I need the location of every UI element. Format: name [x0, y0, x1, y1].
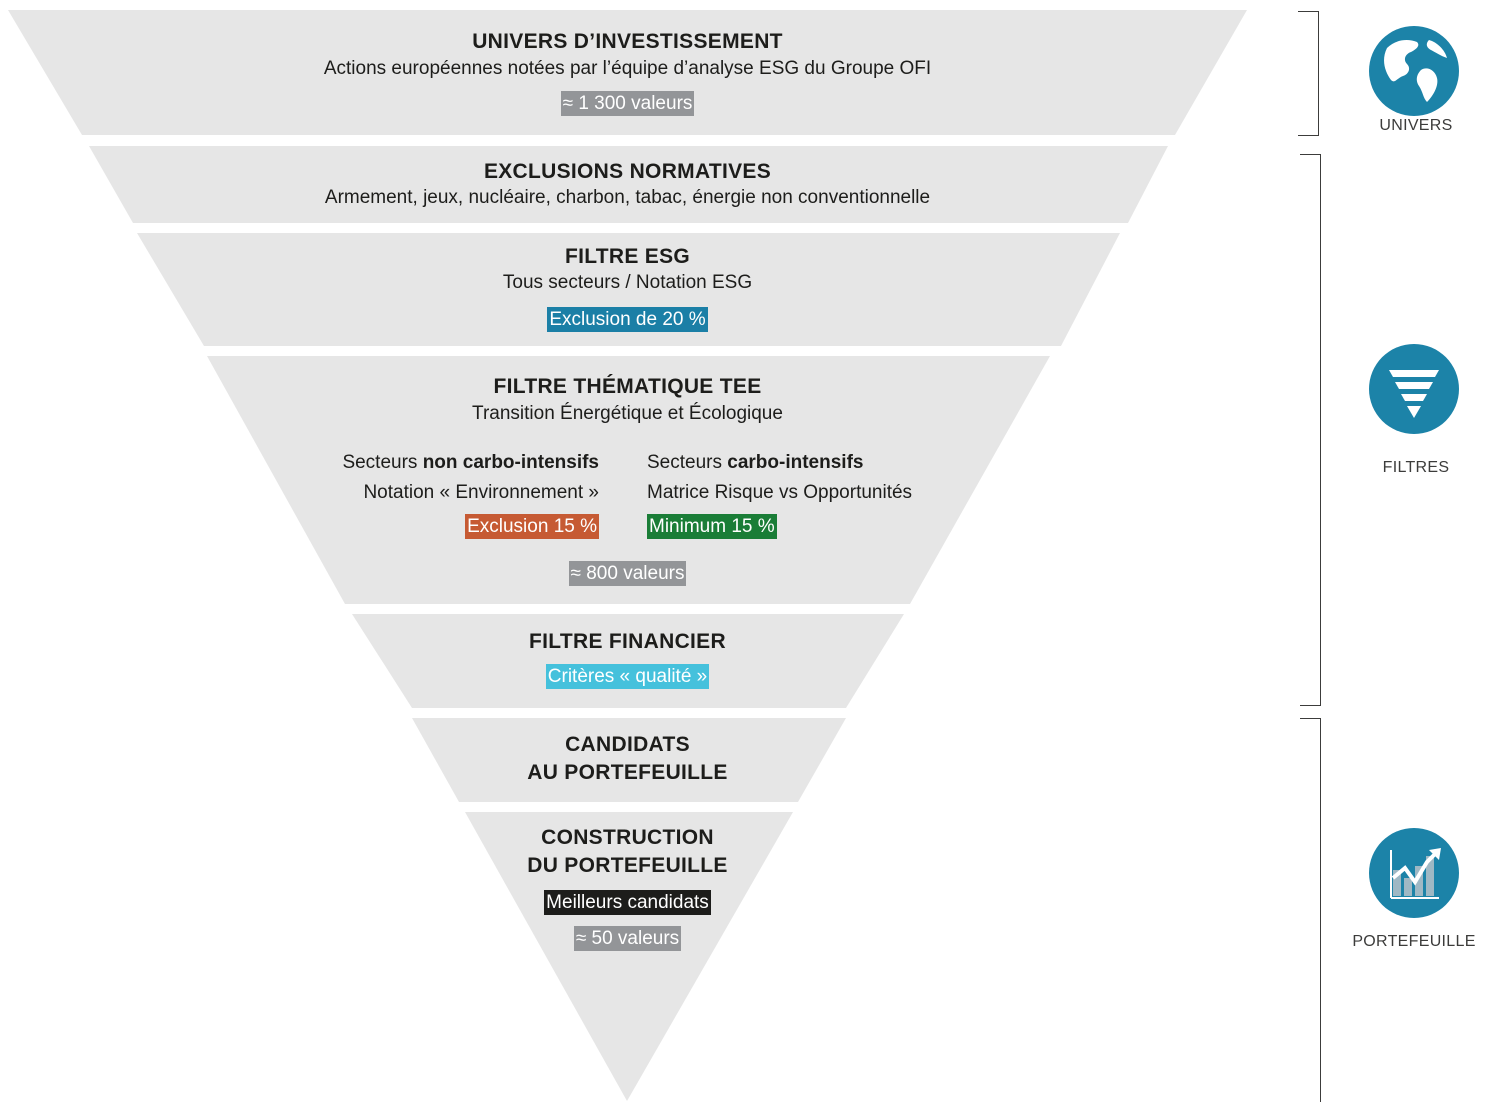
exclusions-description: Armement, jeux, nucléaire, charbon, taba… — [324, 187, 931, 208]
thematic-minimum-badge: Minimum 15 % — [647, 514, 777, 539]
thematic-right-line2: Matrice Risque vs Opportunités — [647, 482, 913, 503]
construction-count-row: ≈ 50 valeurs — [0, 926, 1255, 951]
esg-tag-row: Exclusion de 20 % — [0, 307, 1255, 332]
thematic-right-line1: Secteurs carbo-intensifs — [647, 450, 863, 476]
univers-count-row: ≈ 1 300 valeurs — [0, 91, 1255, 116]
thematic-right-tag-row: Minimum 15 % — [647, 514, 777, 540]
exclusions-title: EXCLUSIONS NORMATIVES — [483, 160, 772, 183]
thematic-right-bold: carbo-intensifs — [727, 452, 864, 473]
layer-construction — [465, 812, 793, 1101]
univers-title: UNIVERS D’INVESTISSEMENT — [472, 30, 783, 53]
bracket-filtres — [1300, 154, 1321, 706]
funnel-icon — [1369, 344, 1459, 434]
stage-label-univers: UNIVERS — [1379, 117, 1453, 134]
thematic-count-badge: ≈ 800 valeurs — [568, 561, 687, 586]
thematic-right-prefix: Secteurs — [647, 452, 728, 473]
financial-title: FILTRE FINANCIER — [529, 630, 726, 653]
esg-description: Tous secteurs / Notation ESG — [502, 272, 753, 293]
construction-tag-row: Meilleurs candidats — [0, 890, 1255, 915]
thematic-exclusion-badge: Exclusion 15 % — [465, 514, 599, 539]
thematic-description: Transition Énergétique et Écologique — [472, 403, 783, 424]
thematic-left-line1: Secteurs non carbo-intensifs — [342, 450, 599, 476]
layer-esg — [137, 233, 1120, 346]
candidates-title-line2: AU PORTEFEUILLE — [527, 761, 728, 784]
globe-icon — [1369, 26, 1459, 116]
layer-financial — [352, 614, 904, 708]
univers-description: Actions européennes notées par l’équipe … — [323, 58, 932, 79]
stage-label-filtres: FILTRES — [1382, 459, 1450, 476]
thematic-left-line2: Notation « Environnement » — [363, 482, 599, 503]
financial-quality-badge: Critères « qualité » — [545, 664, 710, 689]
layer-univers — [8, 10, 1247, 135]
chart-icon — [1369, 828, 1459, 918]
layer-candidates — [412, 718, 846, 802]
esg-exclusion-badge: Exclusion de 20 % — [547, 307, 708, 332]
layer-exclusions — [89, 146, 1168, 223]
construction-title-line1: CONSTRUCTION — [541, 826, 714, 849]
bracket-portefeuille — [1300, 718, 1321, 1102]
thematic-left-tag-row: Exclusion 15 % — [465, 514, 599, 540]
thematic-left-prefix: Secteurs — [342, 452, 423, 473]
construction-count-badge: ≈ 50 valeurs — [573, 926, 682, 951]
layer-thematic — [207, 356, 1050, 604]
financial-tag-row: Critères « qualité » — [0, 664, 1255, 689]
stage-label-portefeuille: PORTEFEUILLE — [1352, 933, 1476, 950]
esg-title: FILTRE ESG — [564, 245, 691, 268]
construction-best-badge: Meilleurs candidats — [544, 890, 711, 915]
thematic-count-row: ≈ 800 valeurs — [0, 561, 1255, 586]
construction-title-line2: DU PORTEFEUILLE — [527, 854, 728, 877]
bracket-univers — [1298, 11, 1319, 136]
thematic-title: FILTRE THÉMATIQUE TEE — [493, 375, 762, 398]
thematic-left-bold: non carbo-intensifs — [422, 452, 599, 473]
candidates-title-line1: CANDIDATS — [565, 733, 690, 756]
univers-count-badge: ≈ 1 300 valeurs — [560, 91, 695, 116]
